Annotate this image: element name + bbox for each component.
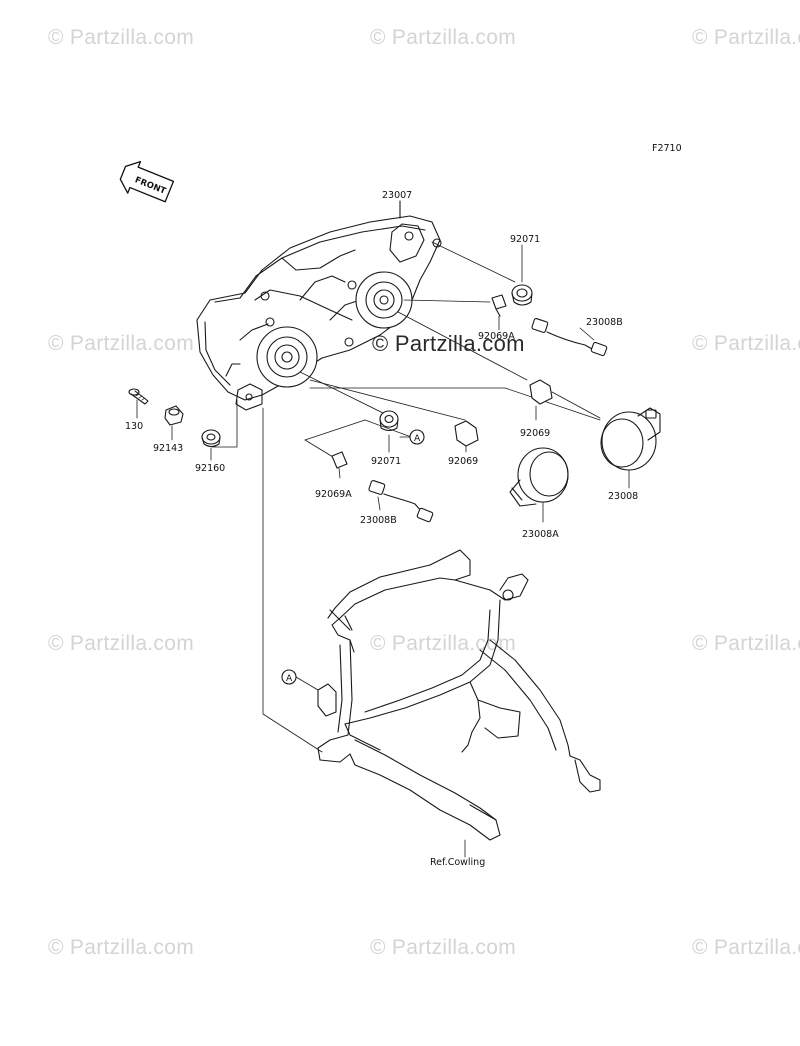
ref-marker-lower: A xyxy=(282,670,296,684)
part-label-92069a-upper[interactable]: 92069A xyxy=(478,331,515,342)
headlight-stay-frame xyxy=(318,550,600,840)
part-label-92069-left[interactable]: 92069 xyxy=(448,456,479,467)
part-label-92071-upper[interactable]: 92071 xyxy=(510,234,541,245)
watermark: © Partzilla.com xyxy=(692,632,800,655)
front-arrow-icon: FRONT xyxy=(117,157,176,207)
grommet-lower xyxy=(380,411,398,431)
figure-code: F2710 xyxy=(652,143,682,154)
headlight-assembly xyxy=(197,216,441,410)
ref-marker-label: A xyxy=(286,674,293,684)
socket-lower xyxy=(368,480,433,522)
part-label-92071-lower[interactable]: 92071 xyxy=(371,456,402,467)
bulb-small-upper xyxy=(492,295,506,316)
grommet-upper xyxy=(512,285,532,305)
socket-upper xyxy=(531,318,607,356)
part-label-92143[interactable]: 92143 xyxy=(153,443,184,454)
watermark: © Partzilla.com xyxy=(48,632,195,655)
part-label-92069a-lower[interactable]: 92069A xyxy=(315,489,352,500)
part-label-23008a[interactable]: 23008A xyxy=(522,529,559,540)
watermark: © Partzilla.com xyxy=(48,26,195,49)
watermark: © Partzilla.com xyxy=(692,332,800,355)
watermark: © Partzilla.com xyxy=(692,26,800,49)
bulb-right xyxy=(530,380,600,418)
watermark: © Partzilla.com xyxy=(370,26,517,49)
cap-right xyxy=(601,408,660,470)
watermark: © Partzilla.com xyxy=(370,632,517,655)
part-label-92069-right[interactable]: 92069 xyxy=(520,428,551,439)
bulb-small-lower xyxy=(332,452,347,478)
cap-left xyxy=(510,448,568,506)
watermark: © Partzilla.com xyxy=(370,936,517,959)
part-label-ref-cowling[interactable]: Ref.Cowling xyxy=(430,857,486,868)
collar xyxy=(165,406,183,425)
watermark: © Partzilla.com xyxy=(48,936,195,959)
damper xyxy=(202,430,220,447)
ref-marker-upper: A xyxy=(410,430,424,444)
bolt xyxy=(129,389,148,404)
part-label-23008b-upper[interactable]: 23008B xyxy=(586,317,623,328)
part-label-23008b-lower[interactable]: 23008B xyxy=(360,515,397,526)
ref-marker-label: A xyxy=(414,434,421,444)
watermark: © Partzilla.com xyxy=(692,936,800,959)
part-label-130[interactable]: 130 xyxy=(125,421,144,432)
part-label-23007[interactable]: 23007 xyxy=(382,190,413,201)
bulb-left xyxy=(455,421,478,452)
watermark-center: © Partzilla.com xyxy=(372,331,525,356)
part-label-23008[interactable]: 23008 xyxy=(608,491,639,502)
watermark: © Partzilla.com xyxy=(48,332,195,355)
part-label-92160[interactable]: 92160 xyxy=(195,463,226,474)
